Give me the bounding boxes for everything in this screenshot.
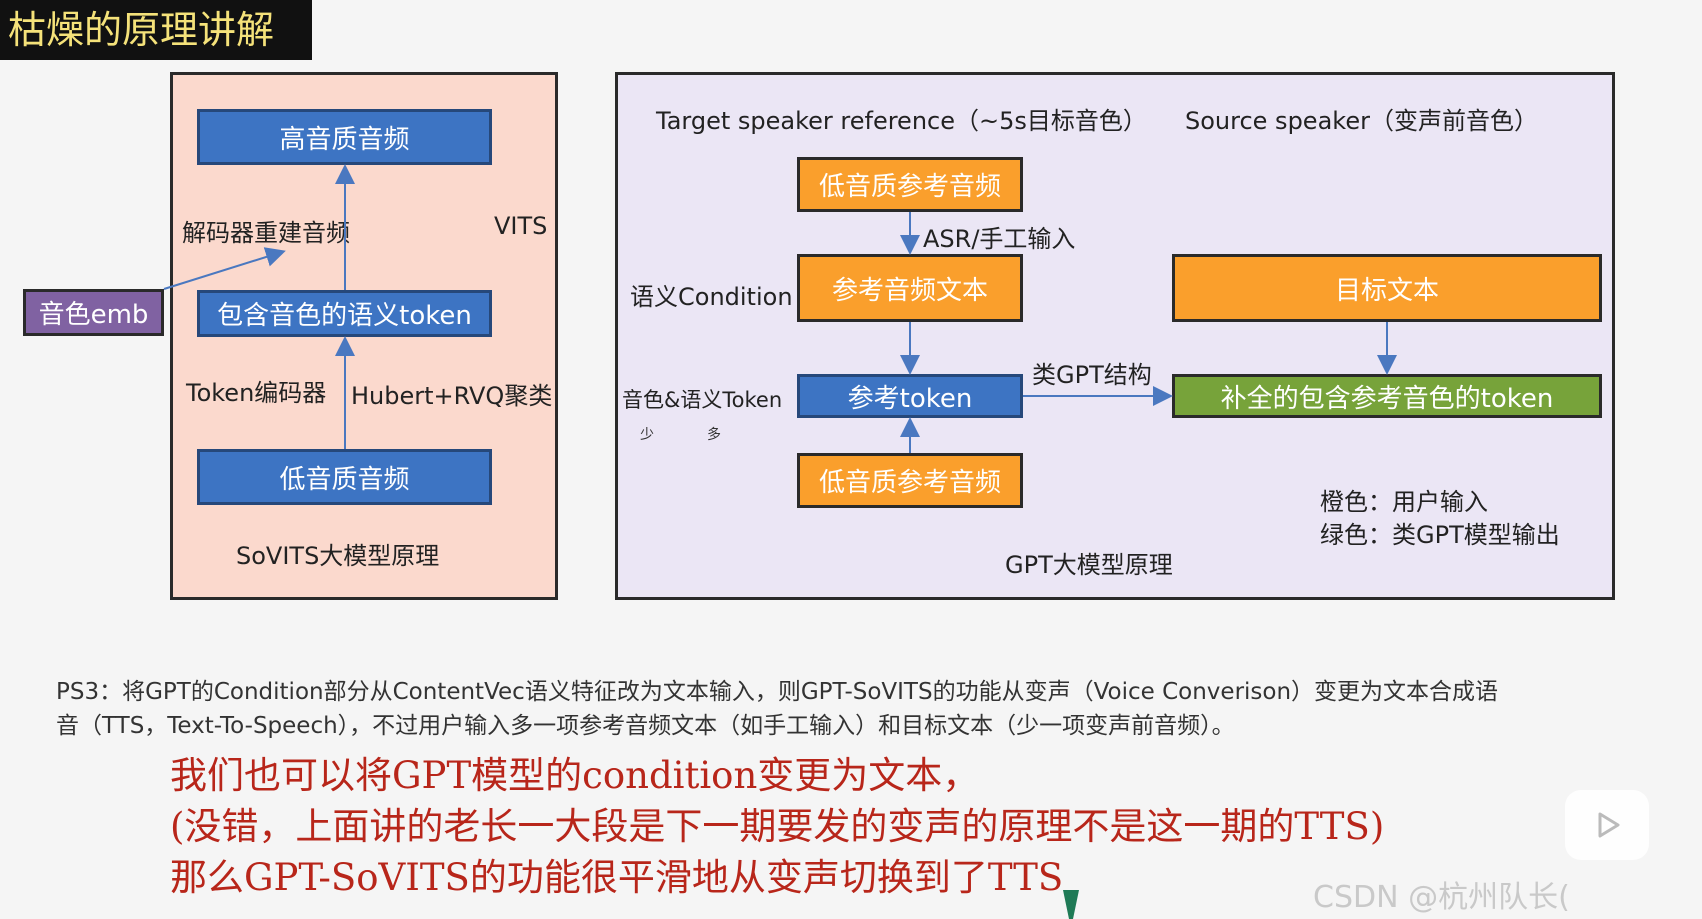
decoder-label: 解码器重建音频 [182,219,350,247]
sovits-caption: SoVITS大模型原理 [236,542,440,570]
csdn-watermark: CSDN @杭州队长( [1313,880,1570,915]
timbre-semantic-token-label: 音色&语义Token [622,388,783,412]
ps3-note-line1: PS3：将GPT的Condition部分从ContentVec语义特征改为文本输… [56,679,1499,705]
semantic-token-box: 包含音色的语义token [197,290,492,337]
target-text-box: 目标文本 [1172,254,1602,322]
legend-orange: 橙色：用户输入 [1320,488,1488,516]
play-button[interactable] [1565,790,1649,860]
subtitle-line2: (没错，上面讲的老长一大段是下一期要发的变声的原理不是这一期的TTS) [170,805,1385,848]
asr-label: ASR/手工输入 [923,225,1076,253]
subtitle-line3: 那么GPT-SoVITS的功能很平滑地从变声切换到了TTS [170,856,1064,899]
less-label: 少 [640,427,654,443]
source-speaker-label: Source speaker（变声前音色） [1185,107,1538,135]
low-quality-audio-box: 低音质音频 [197,449,492,505]
cursor-marker-icon [1063,890,1079,919]
ps3-note-line2: 音（TTS，Text-To-Speech），不过用户输入多一项参考音频文本（如手… [56,713,1235,739]
completed-token-box: 补全的包含参考音色的token [1172,374,1602,418]
high-quality-audio-box: 高音质音频 [197,109,492,165]
ref-audio-top-box: 低音质参考音频 [797,157,1023,212]
legend-green: 绿色：类GPT模型输出 [1320,521,1560,549]
page-title: 枯燥的原理讲解 [0,0,312,60]
token-encoder-label: Token编码器 [186,379,327,407]
hubert-rvq-label: Hubert+RVQ聚类 [351,382,553,410]
semantic-condition-label: 语义Condition [630,283,793,311]
ref-audio-bottom-box: 低音质参考音频 [797,453,1023,508]
gpt-panel [615,72,1615,600]
more-label: 多 [707,427,721,443]
vits-label: VITS [494,212,548,240]
target-speaker-label: Target speaker reference（~5s目标音色） [656,107,1147,135]
play-icon [1598,812,1620,838]
ref-text-box: 参考音频文本 [797,254,1023,322]
subtitle-line1: 我们也可以将GPT模型的condition变更为文本， [170,754,980,797]
gpt-structure-label: 类GPT结构 [1032,361,1152,389]
arrow-emb-to-decoder [163,247,286,290]
ref-token-box: 参考token [797,374,1023,418]
timbre-emb-box: 音色emb [23,289,164,336]
gpt-caption: GPT大模型原理 [1005,551,1173,579]
